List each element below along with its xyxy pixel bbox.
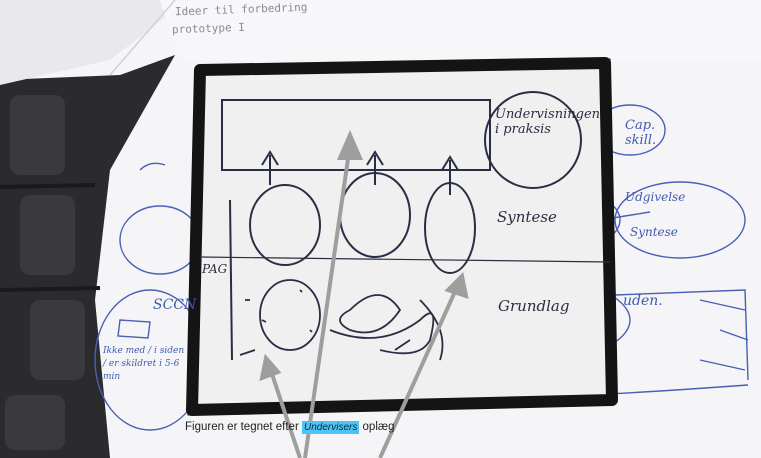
keyboard-key bbox=[10, 95, 65, 175]
middle-ovals bbox=[199, 150, 611, 361]
paper-corner bbox=[0, 0, 175, 85]
caption-highlight: Undervisers bbox=[301, 421, 360, 434]
right-mid-note1: Udgivelse bbox=[625, 190, 686, 204]
right-top-note: Cap. skill. bbox=[625, 118, 657, 148]
top-note-text: Undervisningen i praksis bbox=[495, 107, 601, 137]
keyboard-key bbox=[20, 195, 75, 275]
caption-suffix: oplæg bbox=[359, 421, 395, 433]
right-bottom-note: uden. bbox=[623, 293, 663, 309]
keyboard-key bbox=[5, 395, 65, 450]
right-mid-note2: Syntese bbox=[630, 225, 678, 239]
bottom-label: Grundlag bbox=[498, 297, 570, 315]
caption-prefix: Figuren er tegnet efter bbox=[185, 421, 302, 433]
top-box bbox=[221, 99, 491, 171]
paper-header-line2: prototype I bbox=[171, 20, 246, 37]
middle-label: Syntese bbox=[497, 208, 557, 226]
sketch-frame bbox=[186, 57, 618, 416]
left-side-label: SCCN bbox=[153, 297, 197, 313]
top-note-bubble bbox=[484, 91, 582, 189]
figure-caption: Figuren er tegnet efter Undervisers oplæ… bbox=[185, 421, 395, 434]
gray-arrows bbox=[259, 129, 469, 458]
left-tag: PAG bbox=[202, 262, 228, 276]
left-notes: Ikke med / i siden / er skildret i 5-6 m… bbox=[103, 346, 185, 382]
keyboard-key bbox=[30, 300, 85, 380]
